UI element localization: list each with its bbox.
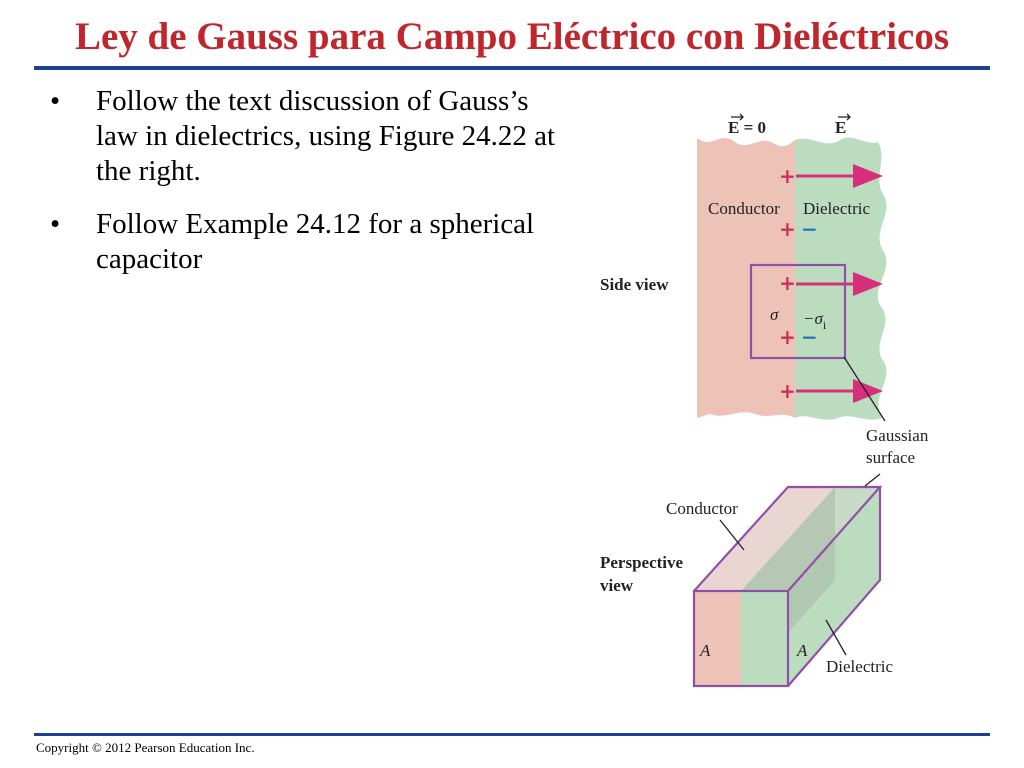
gaussian-leader-line xyxy=(843,356,886,422)
plus-charge: + xyxy=(779,164,796,188)
conductor-persp-label: Conductor xyxy=(666,499,738,518)
plus-charge: + xyxy=(779,325,796,349)
front-face-conductor xyxy=(694,591,741,686)
bullet-text: Follow Example 24.12 for a spherical cap… xyxy=(96,208,535,275)
dielectric-leader-line xyxy=(825,619,847,656)
copyright-footer: Copyright © 2012 Pearson Education Inc. xyxy=(36,740,255,755)
conductor-label: Conductor xyxy=(708,199,780,218)
gaussian-label: surface xyxy=(866,448,915,467)
neg-sigma-subscript: i xyxy=(823,318,827,332)
bullet-symbol: • xyxy=(50,208,61,240)
title-divider xyxy=(34,66,990,70)
sigma-label: σ xyxy=(770,305,779,324)
dielectric-persp-label: Dielectric xyxy=(826,657,893,676)
right-face xyxy=(788,487,880,686)
plus-charge: + xyxy=(779,379,796,403)
gaussian-label: Gaussian xyxy=(866,426,929,445)
bullet-list: • Follow the text discussion of Gauss’s … xyxy=(46,84,566,295)
conductor-leader-line xyxy=(719,519,745,551)
conductor-region xyxy=(697,138,795,418)
e-zero-label: E = 0 xyxy=(728,118,766,137)
plus-charge: + xyxy=(779,217,796,241)
neg-sigma-label: −σi xyxy=(803,309,827,332)
e-field-label: E xyxy=(835,118,846,137)
perspective-label: Perspective xyxy=(600,553,684,572)
slide-title: Ley de Gauss para Campo Eléctrico con Di… xyxy=(74,15,950,58)
area-label: A xyxy=(699,641,711,660)
neg-sigma-symbol: −σ xyxy=(803,309,823,328)
footer-divider xyxy=(34,733,990,736)
plus-charge: + xyxy=(779,271,796,295)
bullet-text: Follow the text discussion of Gauss’s la… xyxy=(96,85,556,187)
perspective-label: view xyxy=(600,576,634,595)
dielectric-region xyxy=(795,137,887,420)
surface-leader-line xyxy=(864,473,881,487)
minus-charge: − xyxy=(801,217,818,241)
area-label: A xyxy=(796,641,808,660)
minus-charge: − xyxy=(801,325,818,349)
bullet-item: • Follow Example 24.12 for a spherical c… xyxy=(46,207,566,277)
vector-arrow-icon xyxy=(731,113,851,121)
front-face-dielectric xyxy=(741,591,788,686)
gaussian-surface-box xyxy=(749,263,847,360)
bullet-item: • Follow the text discussion of Gauss’s … xyxy=(46,84,566,189)
bullet-symbol: • xyxy=(50,85,61,117)
dielectric-label: Dielectric xyxy=(803,199,870,218)
gaussian-box-outline xyxy=(692,485,883,688)
side-view-label: Side view xyxy=(600,275,669,294)
